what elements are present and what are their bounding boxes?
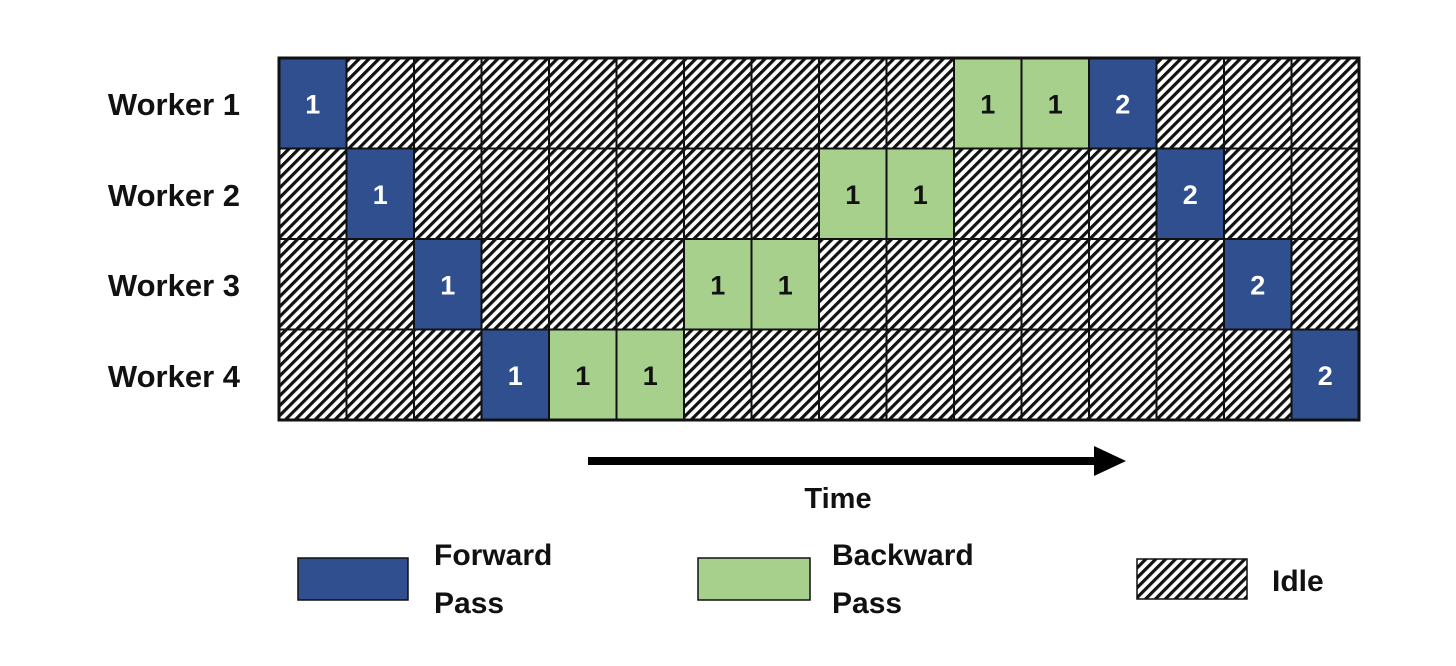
idle-cell: [615, 147, 685, 240]
backward-cell-label: 1: [643, 361, 658, 391]
worker-label: Worker 2: [108, 178, 240, 213]
legend-item-backward: Backward Pass: [697, 539, 974, 620]
backward-cell-label: 1: [778, 270, 793, 300]
idle-cell: [1155, 238, 1225, 331]
backward-cell-label: 1: [845, 180, 860, 210]
legend-label-idle: Idle: [1272, 565, 1324, 598]
backward-cell: [818, 147, 888, 240]
idle-cell: [480, 238, 550, 331]
idle-cell: [750, 147, 820, 240]
idle-cell: [278, 238, 348, 331]
backward-cell-label: 1: [710, 270, 725, 300]
forward-cell-label: 1: [373, 180, 388, 210]
idle-cell: [953, 147, 1023, 240]
idle-cell: [345, 57, 415, 150]
idle-cell: [885, 238, 955, 331]
idle-cell: [1290, 147, 1360, 240]
idle-cell: [345, 328, 415, 421]
idle-cell: [818, 57, 888, 150]
forward-cell-label: 1: [440, 270, 455, 300]
idle-cell: [818, 328, 888, 421]
idle-cell: [345, 238, 415, 331]
idle-cell: [1223, 147, 1293, 240]
time-arrow: [588, 446, 1126, 476]
forward-cell-label: 2: [1318, 361, 1333, 391]
idle-cell: [548, 147, 618, 240]
idle-cell: [885, 328, 955, 421]
idle-cell: [615, 238, 685, 331]
legend: Forward Pass Backward Pass Idle: [297, 539, 1324, 620]
idle-cell: [413, 328, 483, 421]
idle-cell: [1223, 57, 1293, 150]
idle-cell: [1088, 238, 1158, 331]
idle-cell: [750, 57, 820, 150]
legend-swatch-forward: [297, 557, 409, 601]
legend-item-idle: Idle: [1136, 558, 1324, 600]
legend-item-forward: Forward Pass: [297, 539, 552, 620]
backward-cell: [683, 238, 753, 331]
idle-cell: [683, 57, 753, 150]
time-label: Time: [804, 483, 871, 515]
idle-cell: [548, 57, 618, 150]
idle-cell: [615, 57, 685, 150]
forward-cell-label: 2: [1183, 180, 1198, 210]
forward-cell-label: 1: [508, 361, 523, 391]
legend-swatch-backward: [697, 557, 811, 601]
legend-label-backward-line1: Backward: [832, 539, 974, 572]
grid-border: [277, 56, 1361, 422]
forward-cell: [1223, 238, 1293, 331]
forward-cell-label: 2: [1250, 270, 1265, 300]
idle-cell: [1020, 328, 1090, 421]
idle-cell: [413, 147, 483, 240]
worker-labels: Worker 1 Worker 2 Worker 3 Worker 4: [108, 87, 241, 394]
idle-cell: [1088, 328, 1158, 421]
forward-cell-label: 1: [305, 89, 320, 119]
idle-cell: [1020, 238, 1090, 331]
idle-cell: [1155, 328, 1225, 421]
idle-cell: [480, 147, 550, 240]
time-arrow-head: [1094, 446, 1126, 476]
idle-cell: [1223, 328, 1293, 421]
idle-cell: [278, 328, 348, 421]
backward-cell-label: 1: [913, 180, 928, 210]
idle-cell: [1290, 57, 1360, 150]
idle-cell: [683, 328, 753, 421]
idle-cell: [750, 328, 820, 421]
worker-label: Worker 3: [108, 268, 240, 303]
worker-label: Worker 1: [108, 87, 240, 122]
forward-cell: [1290, 328, 1360, 421]
forward-cell: [1155, 147, 1225, 240]
idle-cell: [1088, 147, 1158, 240]
idle-cell: [818, 238, 888, 331]
backward-cell-label: 1: [575, 361, 590, 391]
backward-cell-label: 1: [980, 89, 995, 119]
idle-cell: [1155, 57, 1225, 150]
backward-cell: [953, 57, 1023, 150]
idle-cell: [885, 57, 955, 150]
legend-label-backward-line2: Pass: [832, 587, 902, 620]
worker-label: Worker 4: [108, 359, 241, 394]
idle-cell: [1020, 147, 1090, 240]
idle-cell: [548, 238, 618, 331]
backward-cell-label: 1: [1048, 89, 1063, 119]
legend-label-forward-line1: Forward: [434, 539, 552, 572]
forward-cell-label: 2: [1115, 89, 1130, 119]
idle-cell: [683, 147, 753, 240]
legend-label-forward-line2: Pass: [434, 587, 504, 620]
idle-cell: [1290, 238, 1360, 331]
idle-cell: [413, 57, 483, 150]
schedule-grid: 1 1 1 2 1 1 1 2 1 1 1 2 1 1 1 2: [278, 57, 1360, 421]
legend-swatch-idle: [1136, 558, 1248, 600]
idle-cell: [953, 238, 1023, 331]
backward-cell: [548, 328, 618, 421]
idle-cell: [278, 147, 348, 240]
idle-cell: [480, 57, 550, 150]
idle-cell: [953, 328, 1023, 421]
